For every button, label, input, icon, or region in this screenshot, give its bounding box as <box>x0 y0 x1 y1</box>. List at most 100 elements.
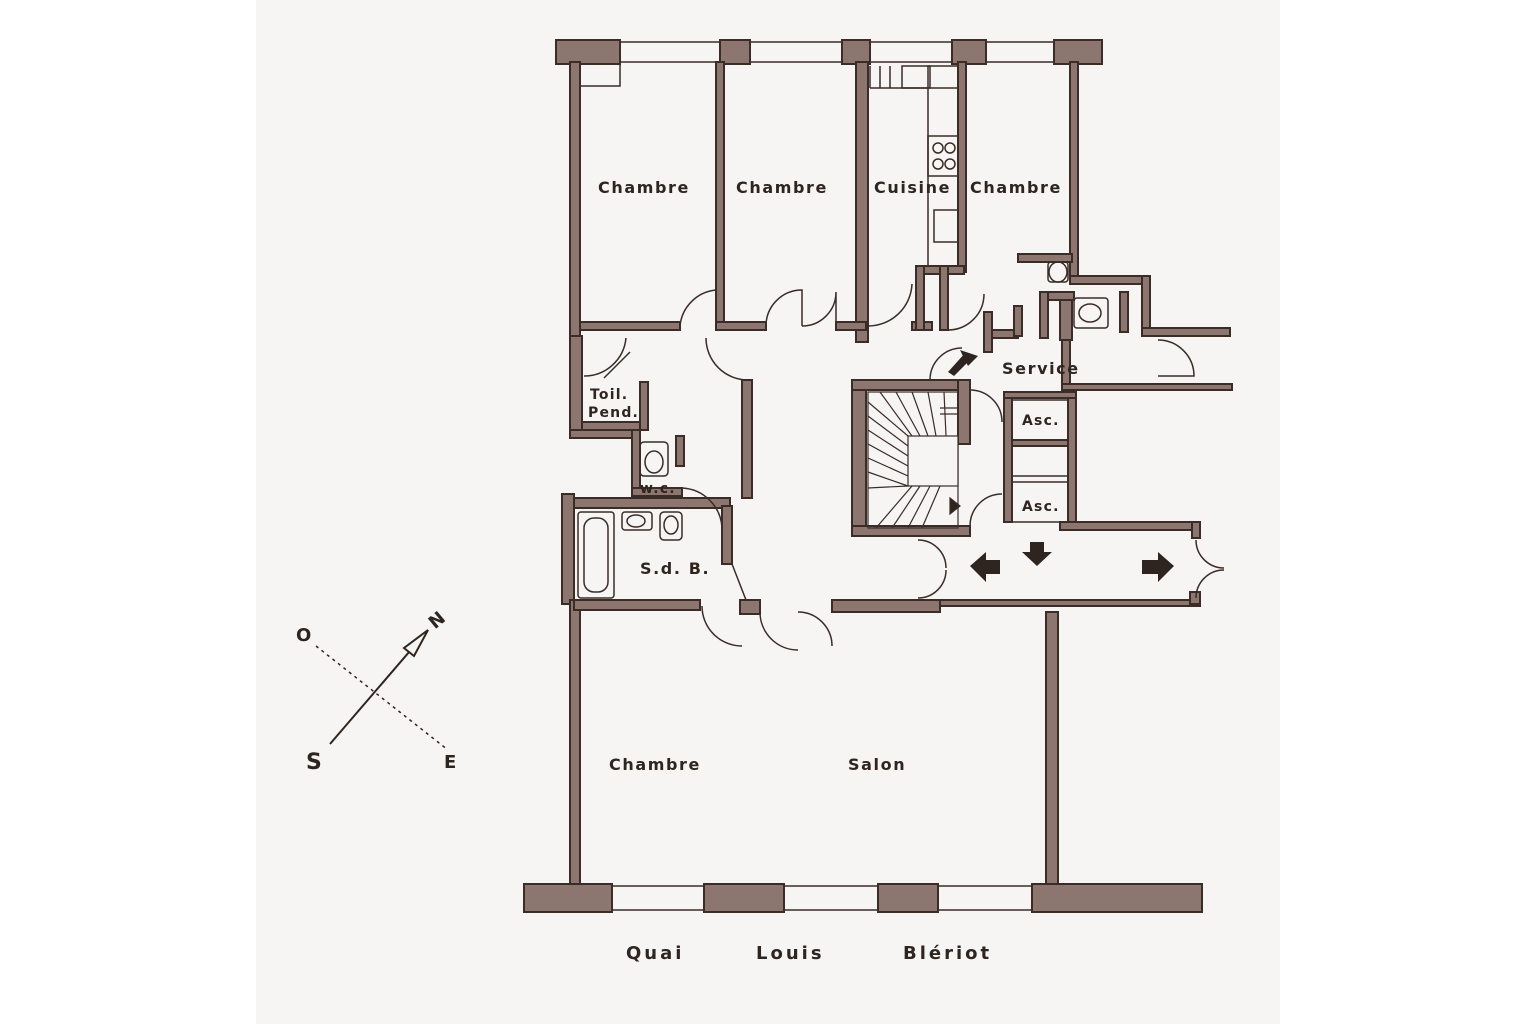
staircase-icon <box>867 391 961 529</box>
wall <box>1069 275 1151 285</box>
wall <box>851 525 971 537</box>
wall <box>855 61 869 343</box>
door-swing <box>583 337 627 377</box>
wall <box>523 883 613 913</box>
window <box>937 885 1033 911</box>
arrow-left-icon <box>970 552 1000 582</box>
wall <box>579 321 681 331</box>
wall <box>573 497 731 509</box>
fridge <box>933 209 959 243</box>
wall <box>715 61 725 329</box>
room-label-chambre-2: Chambre <box>736 178 828 197</box>
room-label-chambre-4: Chambre <box>609 755 701 774</box>
room-label-chambre-3: Chambre <box>970 178 1062 197</box>
room-label-cuisine: Cuisine <box>874 178 952 197</box>
wall <box>555 39 621 65</box>
wall <box>851 379 971 391</box>
wall <box>939 265 949 331</box>
bidet-icon <box>659 511 683 541</box>
wall <box>1053 39 1103 65</box>
wall <box>835 321 867 331</box>
wall <box>1061 339 1071 385</box>
door-swing <box>701 605 743 647</box>
north-arrow-icon <box>315 629 449 751</box>
door-swing <box>917 539 947 569</box>
wall <box>561 493 575 605</box>
room-label-asc-2: Asc. <box>1022 499 1060 515</box>
landing-arrows <box>970 542 1174 582</box>
wall <box>569 335 583 437</box>
wall <box>631 429 641 495</box>
door-swing <box>801 291 837 327</box>
window <box>749 41 843 63</box>
wall <box>851 379 867 533</box>
window <box>783 885 879 911</box>
wall <box>573 599 701 611</box>
room-label-service: Service <box>1002 359 1080 378</box>
kitchen-fixtures <box>869 65 959 267</box>
window <box>869 41 953 63</box>
door-swing <box>679 289 717 327</box>
wall <box>739 599 761 615</box>
wall <box>1191 521 1201 539</box>
sanitary-fixtures <box>577 261 1109 599</box>
window <box>579 63 621 87</box>
room-label-asc-1: Asc. <box>1022 413 1060 429</box>
wall <box>841 39 871 65</box>
wall <box>569 599 581 889</box>
wall <box>569 429 641 439</box>
washbasin-icon <box>621 511 653 531</box>
compass-east: E <box>444 752 457 773</box>
compass-south: S <box>306 750 322 775</box>
wall <box>639 381 649 431</box>
wall <box>1045 611 1059 889</box>
door-swing <box>969 493 1003 527</box>
window <box>611 885 705 911</box>
toilet-icon <box>639 441 669 477</box>
window <box>985 41 1055 63</box>
door-swing <box>759 611 799 651</box>
door-swing <box>969 389 1003 423</box>
street-name-word-2: Louis <box>756 943 825 964</box>
wall <box>631 487 683 497</box>
wall <box>1061 383 1233 391</box>
wall <box>741 379 753 499</box>
wall <box>1141 275 1151 333</box>
toilet-icon <box>1073 297 1109 329</box>
room-label-wc: w.c. <box>640 481 676 497</box>
room-label-toilette-2: Pend. <box>588 405 640 421</box>
wall <box>719 39 751 65</box>
door-swing <box>705 337 749 381</box>
door-swing <box>797 611 833 647</box>
door-swing <box>929 347 963 381</box>
wall <box>939 599 1201 607</box>
elevators <box>1011 399 1069 523</box>
wall <box>1059 299 1073 341</box>
arrow-down-icon <box>1022 542 1052 566</box>
arrow-right-icon <box>1142 552 1174 582</box>
toilet-icon <box>1047 261 1069 283</box>
wall <box>983 311 993 353</box>
door-swing <box>1195 569 1225 599</box>
compass-west: O <box>296 625 312 646</box>
wall <box>957 379 971 445</box>
door-leaf <box>731 563 747 601</box>
room-label-salon: Salon <box>848 755 907 774</box>
wall <box>721 505 733 565</box>
wall <box>1059 521 1201 531</box>
wall <box>1069 61 1079 279</box>
wall <box>1011 439 1069 447</box>
walls <box>523 39 1233 913</box>
door-swings <box>583 283 1225 651</box>
room-label-chambre-1: Chambre <box>598 178 690 197</box>
wall <box>581 421 643 431</box>
door-swing <box>867 283 913 327</box>
wall <box>1141 327 1231 337</box>
window <box>619 41 721 63</box>
wall <box>1003 391 1077 399</box>
wall <box>675 435 685 467</box>
door-swing <box>681 487 723 529</box>
wall <box>1067 391 1077 525</box>
bathtub-icon <box>577 511 615 599</box>
